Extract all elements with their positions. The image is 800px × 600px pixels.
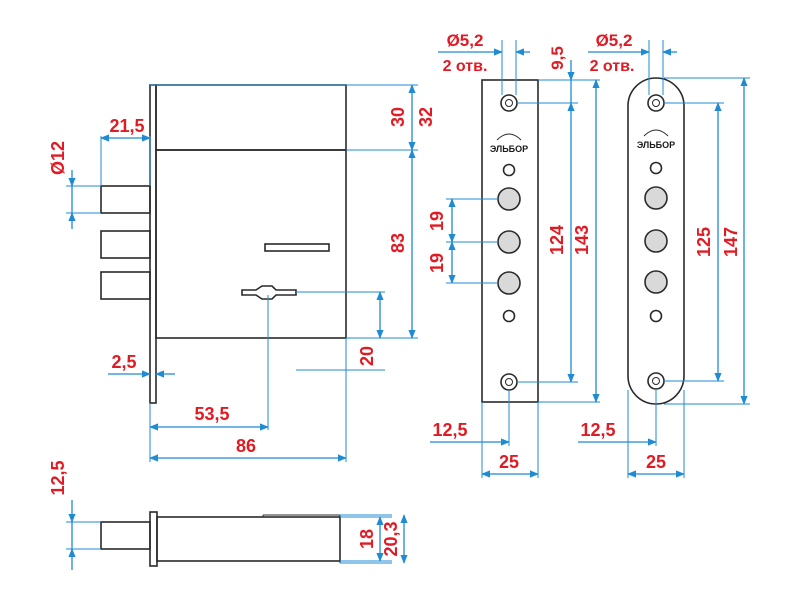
dim-top-offset-outer: 32 xyxy=(416,107,436,127)
dim-bolt-diameter: Ø12 xyxy=(48,141,68,175)
side-bolt xyxy=(100,521,151,550)
lock-side-view: 12,5 18 20,3 xyxy=(48,460,408,570)
bolt-middle xyxy=(100,230,151,259)
strike-brand-logo: ЭЛЬБОР xyxy=(490,144,528,154)
rounded-length: 147 xyxy=(721,227,741,257)
small-hole-top xyxy=(502,163,516,177)
strike-length: 143 xyxy=(572,225,592,255)
side-bolt-offset: 12,5 xyxy=(48,460,68,495)
dim-case-height: 83 xyxy=(388,233,408,253)
rounded-small-hole-bottom xyxy=(649,309,663,323)
rounded-width: 25 xyxy=(646,452,666,472)
lever-slot xyxy=(264,243,330,252)
rounded-bolt-hole-2 xyxy=(644,229,668,253)
strike-hole-offset: 12,5 xyxy=(432,420,467,440)
rounded-screw-hole-bottom xyxy=(647,372,665,390)
rounded-hole-spacing: 125 xyxy=(694,227,714,257)
lock-front-view: 21,5 Ø12 30 32 83 20 2,5 53,5 86 xyxy=(48,84,436,462)
keyhole xyxy=(241,285,297,300)
rounded-brand-logo: ЭЛЬБОР xyxy=(637,140,675,150)
dim-case-width: 86 xyxy=(236,436,256,456)
bolt-hole-1 xyxy=(497,187,521,211)
strike-hole-spacing: 124 xyxy=(547,225,567,255)
rounded-screw-hole-top xyxy=(647,94,665,112)
bolt-hole-3 xyxy=(497,271,521,295)
bolt-hole-2 xyxy=(497,230,521,254)
bolt-top xyxy=(100,185,151,214)
strike-width: 25 xyxy=(499,452,519,472)
side-case-thickness: 18 xyxy=(357,529,377,549)
rounded-small-hole-top xyxy=(649,161,663,175)
dim-top-offset: 30 xyxy=(388,107,408,127)
side-housing xyxy=(156,516,341,562)
strike-hole-diameter: Ø5,2 xyxy=(447,31,484,50)
rounded-plate-view: ЭЛЬБОР Ø5,2 2 отв. 125 147 12,5 25 xyxy=(578,31,750,478)
rounded-hole-diameter: Ø5,2 xyxy=(596,31,633,50)
dim-backset: 53,5 xyxy=(194,404,229,424)
rounded-hole-offset: 12,5 xyxy=(580,420,615,440)
screw-hole-bottom xyxy=(500,373,518,391)
side-overall-thickness: 20,3 xyxy=(381,521,401,556)
strike-bolt-spacing-2: 19 xyxy=(427,253,447,273)
strike-bolt-spacing-1: 19 xyxy=(427,211,447,231)
face-plate xyxy=(149,84,157,404)
dim-bolt-offset: 21,5 xyxy=(109,116,144,136)
strike-top-offset: 9,5 xyxy=(548,46,567,70)
screw-hole-top xyxy=(500,94,518,112)
strike-hole-count: 2 отв. xyxy=(443,58,488,75)
strike-plate-view: ЭЛЬБОР Ø5,2 2 отв. 9,5 xyxy=(427,31,600,478)
dim-keyhole-offset: 20 xyxy=(357,346,377,366)
small-hole-bottom xyxy=(502,309,516,323)
rounded-bolt-hole-3 xyxy=(644,270,668,294)
rounded-hole-count: 2 отв. xyxy=(590,58,635,75)
dim-plate-thickness: 2,5 xyxy=(111,352,136,372)
housing-top xyxy=(155,84,347,151)
side-face-plate xyxy=(149,511,158,567)
housing-body xyxy=(155,149,347,339)
strike-plate-body xyxy=(481,79,539,403)
bolt-bottom xyxy=(100,271,151,300)
rounded-bolt-hole-1 xyxy=(644,186,668,210)
